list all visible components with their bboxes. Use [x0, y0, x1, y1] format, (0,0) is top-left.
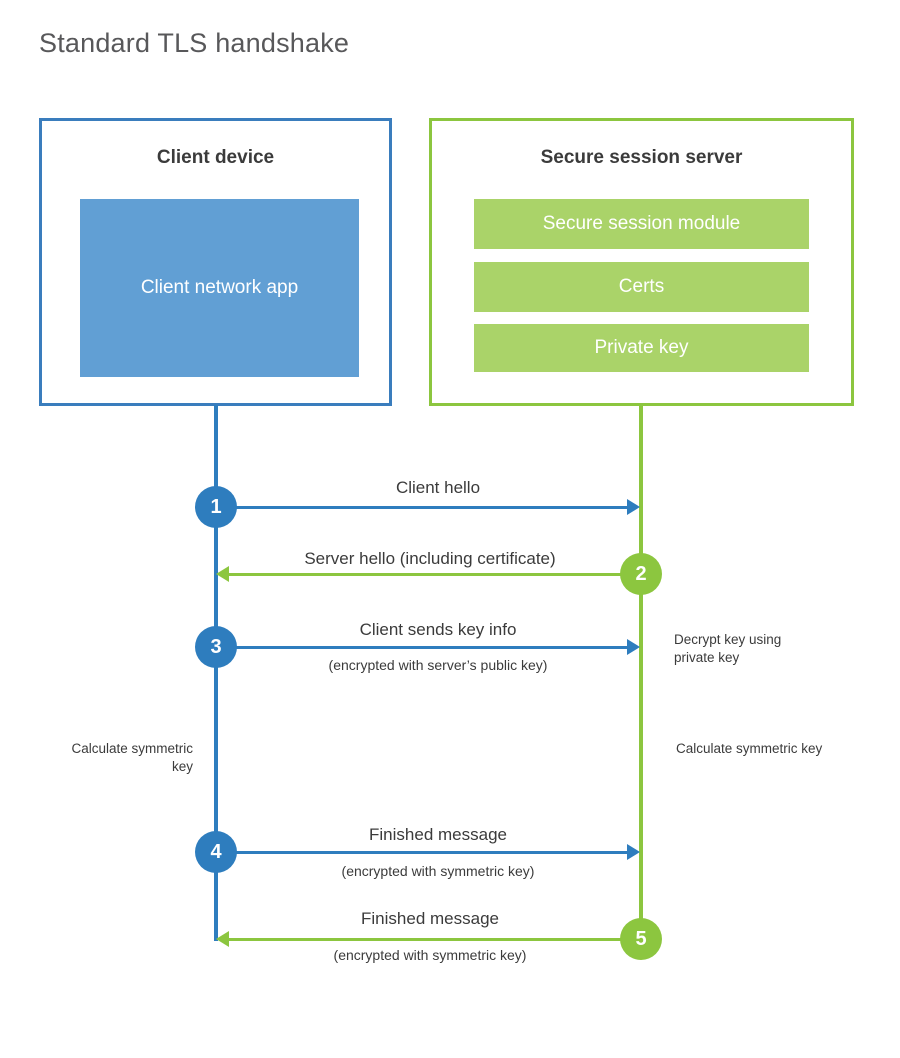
- server-module-secure-session-module: Secure session module: [474, 199, 809, 249]
- step-3-label: Client sends key info: [359, 620, 517, 639]
- step-3-marker: 3: [195, 626, 237, 668]
- secure-session-server-box: Secure session server Secure session mod…: [429, 118, 854, 406]
- step-4-arrow-head: [627, 844, 640, 860]
- step-5-marker: 5: [620, 918, 662, 960]
- client-device-box: Client device Client network app: [39, 118, 392, 406]
- client-device-title: Client device: [156, 147, 275, 168]
- secure-session-server-title: Secure session server: [540, 147, 743, 168]
- step-1-label: Client hello: [395, 478, 481, 497]
- annotation-client-calculate-symmetric-key: Calculate symmetric key: [71, 741, 193, 775]
- step-1-arrow-line: [216, 506, 628, 509]
- annotation-decrypt-key: Decrypt key using private key: [674, 632, 782, 666]
- step-3-sublabel: (encrypted with server’s public key): [328, 657, 548, 673]
- step-5-label: Finished message: [361, 909, 499, 928]
- server-module-private-key: Private key: [474, 324, 809, 372]
- step-5-arrow-head: [216, 931, 229, 947]
- step-4-label: Finished message: [369, 825, 507, 844]
- step-4-marker: 4: [195, 831, 237, 873]
- step-4-arrow-line: [216, 851, 628, 854]
- step-1-arrow-head: [627, 499, 640, 515]
- step-3-arrow-head: [627, 639, 640, 655]
- step-2-arrow-line: [228, 573, 640, 576]
- step-2-label: Server hello (including certificate): [304, 549, 556, 568]
- step-5-arrow-line: [228, 938, 640, 941]
- client-network-app-block: Client network app: [80, 199, 359, 377]
- server-module-certs: Certs: [474, 262, 809, 312]
- client-lifeline: [214, 405, 218, 941]
- step-1-marker: 1: [195, 486, 237, 528]
- step-2-marker: 2: [620, 553, 662, 595]
- step-2-arrow-head: [216, 566, 229, 582]
- step-3-arrow-line: [216, 646, 628, 649]
- annotation-server-calculate-symmetric-key: Calculate symmetric key: [676, 741, 823, 756]
- step-4-sublabel: (encrypted with symmetric key): [341, 863, 535, 879]
- server-lifeline: [639, 405, 643, 939]
- page-title: Standard TLS handshake: [39, 28, 350, 58]
- step-5-sublabel: (encrypted with symmetric key): [333, 947, 527, 963]
